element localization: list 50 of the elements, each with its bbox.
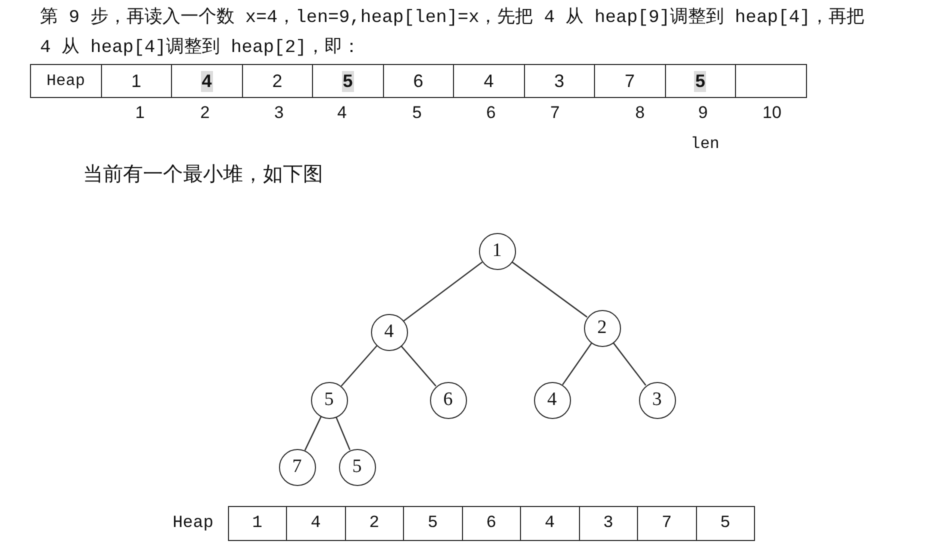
array-index: 5 xyxy=(412,103,422,123)
array-header-cell: Heap xyxy=(30,64,102,98)
tree-edge xyxy=(403,262,483,322)
tree-edge xyxy=(336,416,350,450)
heap-tree-node: 5 xyxy=(310,382,348,418)
array-index: 10 xyxy=(762,103,782,123)
array-cell: 4 xyxy=(286,506,346,541)
array-cell: 4 xyxy=(520,506,580,541)
array-cell: 6 xyxy=(462,506,521,541)
array-cell: 2 xyxy=(344,506,404,541)
heap-tree-node: 4 xyxy=(370,314,408,350)
step-description: 第 9 步，再读入一个数 x=4，len=9,heap[len]=x，先把 4 从 heap[9]调整到 heap[4]，再把 4 从 heap[4]调整到 heap[2]，即： xyxy=(40,6,866,60)
array-index: 9 xyxy=(698,103,708,123)
tree-edge xyxy=(400,346,436,386)
heap-tree-node: 1 xyxy=(478,232,516,270)
array-cell: 7 xyxy=(594,64,666,98)
array-cell: 3 xyxy=(524,64,595,98)
array-index: 6 xyxy=(486,103,496,123)
array-cell: 5 xyxy=(664,64,736,98)
tree-edge xyxy=(612,342,646,386)
array-cell: 5 xyxy=(312,64,384,98)
caption-text: 当前有一个最小堆，如下图 xyxy=(83,164,323,186)
heap-tree-node: 2 xyxy=(584,310,620,346)
array-cell: 2 xyxy=(242,64,313,98)
array-index: 4 xyxy=(337,103,347,123)
array-index: 2 xyxy=(200,103,210,123)
array-cell: 6 xyxy=(382,64,454,98)
array-label: Heap xyxy=(172,514,214,534)
array-index: 8 xyxy=(635,103,645,123)
tree-edge xyxy=(304,416,322,451)
heap-tree-node: 5 xyxy=(338,448,376,486)
len-pointer-label: len xyxy=(690,134,720,154)
array-index: 7 xyxy=(550,103,560,123)
tree-edge xyxy=(512,261,588,318)
array-cell: 1 xyxy=(100,64,172,98)
array-cell: 4 xyxy=(453,64,524,98)
heap-tree-node: 7 xyxy=(278,448,316,486)
tree-edge xyxy=(562,342,592,386)
heap-tree-node: 6 xyxy=(430,382,466,418)
array-cell: 3 xyxy=(578,506,638,541)
array-cell: 5 xyxy=(403,506,462,541)
array-cell: 1 xyxy=(228,506,287,541)
array-index: 3 xyxy=(274,103,284,123)
array-cell: 4 xyxy=(171,64,242,98)
heap-tree-node: 4 xyxy=(534,382,570,418)
array-cell: 7 xyxy=(637,506,696,541)
array-cell: 5 xyxy=(696,506,755,541)
tree-edge xyxy=(340,345,378,387)
heap-tree-node: 3 xyxy=(638,382,676,418)
array-index: 1 xyxy=(135,103,145,123)
